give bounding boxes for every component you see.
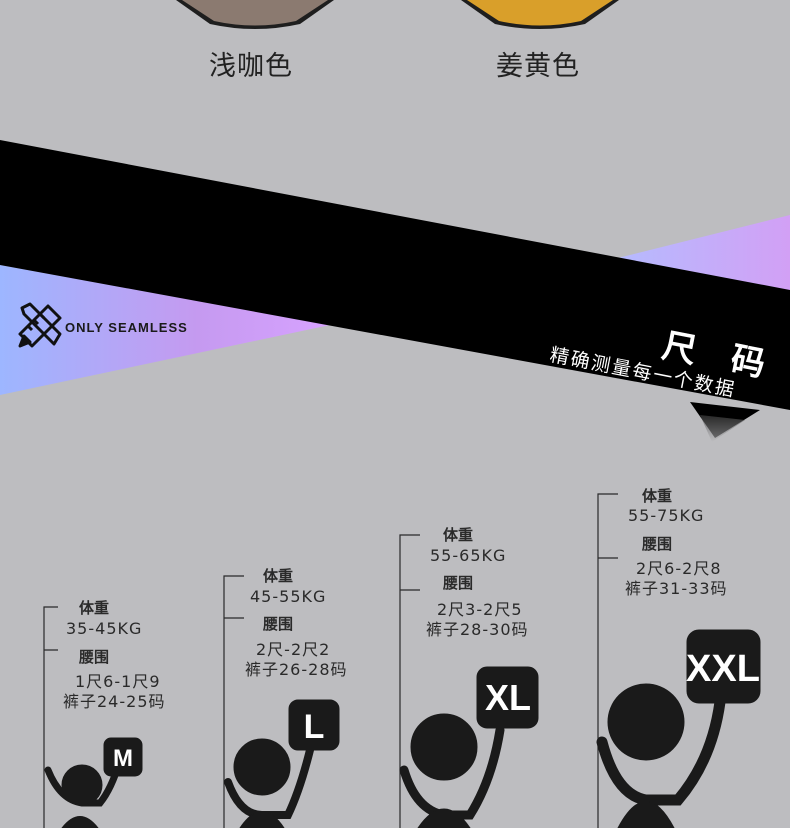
weight-label-m: 体重 bbox=[79, 599, 110, 617]
mocha-fabric-shape bbox=[176, 0, 334, 29]
pants-value-m: 裤子24-25码 bbox=[63, 692, 166, 711]
waist-label-xxl: 腰围 bbox=[642, 535, 673, 553]
waist-value-l: 2尺-2尺2 bbox=[256, 640, 331, 659]
bracket-l bbox=[223, 575, 244, 828]
swatch-label-ginger: 姜黄色 bbox=[496, 51, 580, 82]
weight-label-l: 体重 bbox=[263, 567, 294, 585]
waist-value-m: 1尺6-1尺9 bbox=[75, 672, 161, 691]
pencil-ruler-icon bbox=[18, 302, 62, 348]
bracket-m bbox=[43, 606, 58, 828]
gradient-stripe-left bbox=[0, 265, 330, 395]
bracket-xl bbox=[399, 534, 420, 828]
band-tab-shadow bbox=[700, 415, 745, 442]
bracket-xxl bbox=[597, 493, 618, 828]
banner-graphic bbox=[0, 140, 790, 442]
brand-name: ONLY SEAMLESS bbox=[65, 320, 188, 335]
badge-m: M bbox=[113, 745, 133, 772]
gradient-stripe-right bbox=[610, 215, 790, 295]
black-band bbox=[0, 140, 790, 410]
weight-value-l: 45-55KG bbox=[250, 587, 327, 606]
figure-xl bbox=[399, 666, 539, 828]
pants-value-l: 裤子26-28码 bbox=[245, 660, 348, 679]
pants-value-xxl: 裤子31-33码 bbox=[625, 579, 728, 598]
weight-value-m: 35-45KG bbox=[66, 619, 143, 638]
size-figures: M L XL XXL bbox=[43, 493, 761, 828]
swatch-ginger bbox=[455, 0, 625, 30]
waist-label-xl: 腰围 bbox=[443, 574, 474, 592]
badge-xxl: XXL bbox=[686, 648, 760, 690]
weight-label-xl: 体重 bbox=[443, 526, 474, 544]
ginger-fabric-shape bbox=[461, 0, 619, 29]
swatch-mocha bbox=[170, 0, 340, 30]
figure-m bbox=[44, 737, 143, 828]
badge-l: L bbox=[304, 708, 325, 746]
waist-value-xxl: 2尺6-2尺8 bbox=[636, 559, 722, 578]
weight-label-xxl: 体重 bbox=[642, 487, 673, 505]
weight-value-xxl: 55-75KG bbox=[628, 506, 705, 525]
waist-label-l: 腰围 bbox=[263, 615, 294, 633]
figure-l bbox=[224, 699, 340, 828]
waist-value-xl: 2尺3-2尺5 bbox=[437, 600, 523, 619]
pants-value-xl: 裤子28-30码 bbox=[426, 620, 529, 639]
swatch-label-mocha: 浅咖色 bbox=[209, 51, 293, 82]
brand-logo bbox=[14, 300, 66, 352]
figure-xxl bbox=[596, 629, 761, 828]
badge-xl: XL bbox=[485, 677, 531, 718]
weight-value-xl: 55-65KG bbox=[430, 546, 507, 565]
waist-label-m: 腰围 bbox=[79, 648, 110, 666]
